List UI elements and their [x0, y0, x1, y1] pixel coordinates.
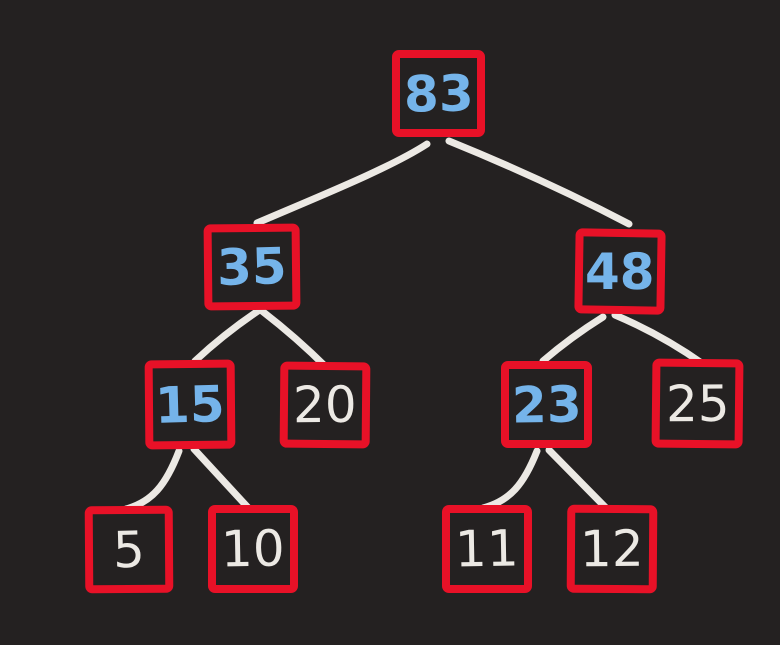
- edge-15-10: [190, 445, 257, 517]
- node-value-48: 48: [585, 242, 655, 301]
- tree-node-12: 12: [566, 504, 658, 594]
- node-value-23: 23: [511, 374, 582, 435]
- node-value-10: 10: [220, 519, 286, 579]
- tree-node-23: 23: [501, 361, 592, 448]
- node-value-12: 12: [579, 519, 645, 579]
- tree-node-25: 25: [651, 358, 744, 449]
- node-value-11: 11: [454, 519, 520, 579]
- tree-node-20: 20: [279, 361, 371, 449]
- edge-35-15: [191, 307, 262, 365]
- edge-48-23: [539, 313, 607, 365]
- tree-node-15: 15: [144, 359, 236, 450]
- tree-node-83: 83: [392, 50, 485, 137]
- node-value-25: 25: [665, 374, 730, 433]
- edge-83-48: [445, 137, 633, 228]
- tree-node-11: 11: [442, 505, 532, 593]
- edge-23-11: [479, 447, 541, 512]
- node-value-5: 5: [112, 520, 146, 579]
- tree-node-48: 48: [574, 228, 666, 315]
- tree-node-5: 5: [84, 505, 174, 594]
- edge-15-5: [122, 447, 183, 513]
- node-value-83: 83: [403, 63, 474, 124]
- node-value-20: 20: [292, 375, 358, 435]
- node-value-15: 15: [154, 374, 226, 435]
- edge-83-35: [253, 140, 431, 227]
- tree-node-10: 10: [208, 505, 298, 593]
- edge-23-12: [545, 446, 613, 515]
- node-value-35: 35: [216, 237, 288, 297]
- tree-node-35: 35: [203, 223, 301, 311]
- edge-48-25: [611, 311, 707, 368]
- edge-35-20: [258, 307, 331, 372]
